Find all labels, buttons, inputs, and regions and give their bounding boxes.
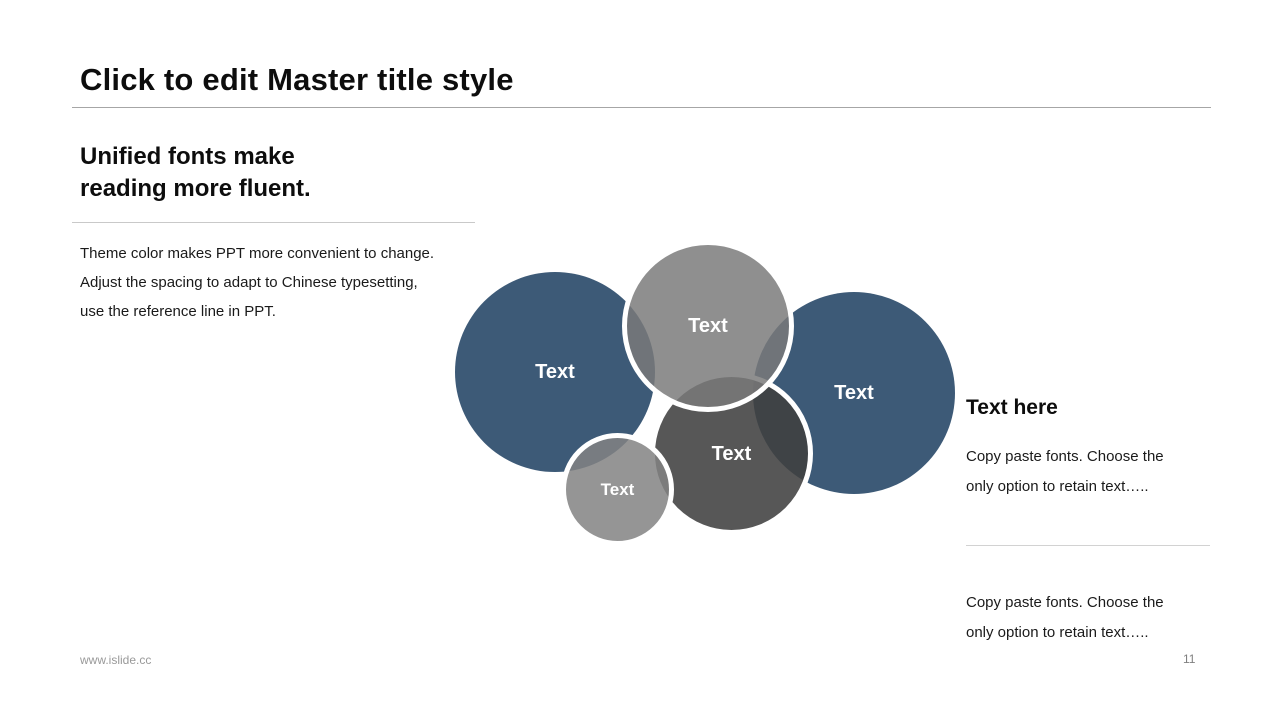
left-body-line-2: Adjust the spacing to adapt to Chinese t… <box>80 274 418 291</box>
right-section-heading: Text here <box>966 396 1058 419</box>
right-body1-line-1: Copy paste fonts. Choose the <box>966 448 1164 465</box>
right-body2-line-2: only option to retain text….. <box>966 624 1149 641</box>
page-number: 11 <box>1183 652 1196 666</box>
bubble-small-gray: Text <box>561 433 674 546</box>
right-body-text-2: Copy paste fonts. Choose the only option… <box>966 588 1164 648</box>
title-divider <box>72 107 1211 108</box>
footer-website-link[interactable]: www.islide.cc <box>80 653 152 667</box>
left-heading-line-2: reading more fluent. <box>80 175 311 202</box>
bubble-top-gray: Text <box>622 240 794 412</box>
right-body-text-1: Copy paste fonts. Choose the only option… <box>966 442 1164 502</box>
bubble-right-blue-label: Text <box>834 382 874 404</box>
left-heading-line-1: Unified fonts make <box>80 143 295 170</box>
left-section-divider <box>72 222 475 223</box>
bubble-center-dark-label: Text <box>711 442 752 465</box>
left-body-line-3: use the reference line in PPT. <box>80 303 276 320</box>
bubble-left-blue-label: Text <box>535 361 575 383</box>
right-body2-line-1: Copy paste fonts. Choose the <box>966 594 1164 611</box>
left-body-text: Theme color makes PPT more convenient to… <box>80 239 434 326</box>
left-section-heading: Unified fonts make reading more fluent. <box>80 141 311 205</box>
slide-title: Click to edit Master title style <box>80 62 514 97</box>
bubble-top-gray-label: Text <box>688 315 728 337</box>
bubble-small-gray-label: Text <box>600 480 635 499</box>
left-body-line-1: Theme color makes PPT more convenient to… <box>80 245 435 262</box>
right-body1-line-2: only option to retain text….. <box>966 478 1149 495</box>
right-section-divider <box>966 545 1210 546</box>
